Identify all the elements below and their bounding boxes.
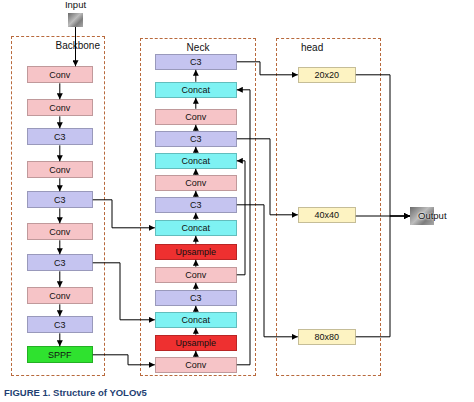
flow-arrow [237, 139, 298, 215]
concat-block: Concat [155, 153, 237, 169]
block-label: C3 [190, 293, 202, 303]
flow-arrow [195, 260, 196, 267]
flow-arrow [59, 178, 60, 191]
sppf-block: SPPF [27, 346, 93, 363]
block-label: Conv [185, 270, 206, 280]
stage-group: BackboneConvConvC3ConvC3ConvC3ConvC3SPPF [11, 36, 105, 376]
detect-head-box: 80x80 [298, 329, 356, 345]
block-label: Concat [182, 156, 211, 166]
block-label: Conv [185, 360, 206, 370]
flow-arrow [59, 333, 60, 346]
conv-block: Conv [27, 66, 93, 83]
flow-arrow [195, 328, 196, 335]
c3-block: C3 [155, 197, 237, 213]
conv-block: Conv [155, 175, 237, 191]
concat-block: Concat [155, 82, 237, 98]
flow-arrow [59, 83, 60, 99]
group-heading: head [301, 42, 323, 53]
flow-arrow [237, 90, 250, 365]
upsample-block: Upsample [155, 335, 237, 351]
detect-head-box: 20x20 [298, 67, 356, 83]
block-label: Conv [49, 291, 70, 301]
block-label: Concat [182, 315, 211, 325]
flow-arrow [59, 240, 60, 254]
block-label: Conv [185, 178, 206, 188]
flow-arrow [237, 62, 298, 75]
figure-caption: FIGURE 1. Structure of YOLOv5 [4, 387, 147, 398]
conv-block: Conv [155, 267, 237, 283]
image-thumbnail: Input [68, 13, 83, 27]
flow-arrow [237, 205, 298, 337]
detect-head-box: 40x40 [298, 207, 356, 223]
flow-arrow [59, 304, 60, 316]
block-label: 40x40 [315, 210, 340, 220]
block-label: Concat [182, 85, 211, 95]
conv-block: Conv [155, 109, 237, 125]
block-label: Conv [49, 227, 70, 237]
block-label: C3 [54, 320, 66, 330]
io-label: Output [418, 211, 447, 221]
block-label: C3 [54, 195, 66, 205]
block-label: Concat [182, 223, 211, 233]
c3-block: C3 [27, 316, 93, 333]
c3-block: C3 [27, 254, 93, 271]
block-label: C3 [190, 200, 202, 210]
c3-block: C3 [155, 54, 237, 70]
flow-arrow [195, 70, 196, 82]
group-heading: Backbone [56, 40, 100, 51]
block-label: SPPF [48, 350, 72, 360]
block-label: 80x80 [315, 332, 340, 342]
block-label: Conv [49, 70, 70, 80]
c3-block: C3 [27, 128, 93, 145]
group-heading: Neck [141, 42, 255, 53]
block-label: Upsample [176, 247, 217, 257]
upsample-block: Upsample [155, 244, 237, 260]
conv-block: Conv [27, 99, 93, 116]
block-label: Conv [49, 103, 70, 113]
flow-arrow [93, 200, 155, 228]
io-label: Input [60, 0, 91, 10]
conv-block: Conv [27, 161, 93, 178]
flow-arrow [59, 271, 60, 287]
flow-arrow [195, 213, 196, 220]
block-label: Conv [49, 165, 70, 175]
c3-block: C3 [155, 290, 237, 306]
flow-arrow [59, 116, 60, 128]
block-label: 20x20 [315, 70, 340, 80]
block-label: Upsample [176, 338, 217, 348]
flow-arrow [93, 263, 155, 320]
image-thumbnail: Output [410, 207, 434, 225]
conv-block: Conv [155, 357, 237, 373]
flow-arrow [237, 161, 245, 275]
flow-arrow [59, 208, 60, 223]
stage-group: head 20x20 40x40 80x80 [276, 38, 381, 376]
flow-arrow [356, 216, 410, 217]
concat-block: Concat [155, 220, 237, 236]
concat-block: Concat [155, 312, 237, 328]
c3-block: C3 [155, 131, 237, 147]
stage-group: NeckC3ConcatConvC3ConcatConvC3ConcatUpsa… [140, 38, 256, 376]
flow-arrow [59, 145, 60, 161]
block-label: C3 [190, 134, 202, 144]
flow-arrow [195, 236, 196, 244]
c3-block: C3 [27, 191, 93, 208]
block-label: C3 [54, 132, 66, 142]
flow-arrow [356, 75, 410, 216]
conv-block: Conv [27, 223, 93, 240]
block-label: C3 [190, 57, 202, 67]
block-label: Conv [185, 112, 206, 122]
flow-arrow [195, 98, 196, 109]
flow-arrow [195, 283, 196, 290]
conv-block: Conv [27, 287, 93, 304]
block-label: C3 [54, 258, 66, 268]
flow-arrow [356, 216, 410, 337]
flow-arrow [93, 355, 155, 365]
